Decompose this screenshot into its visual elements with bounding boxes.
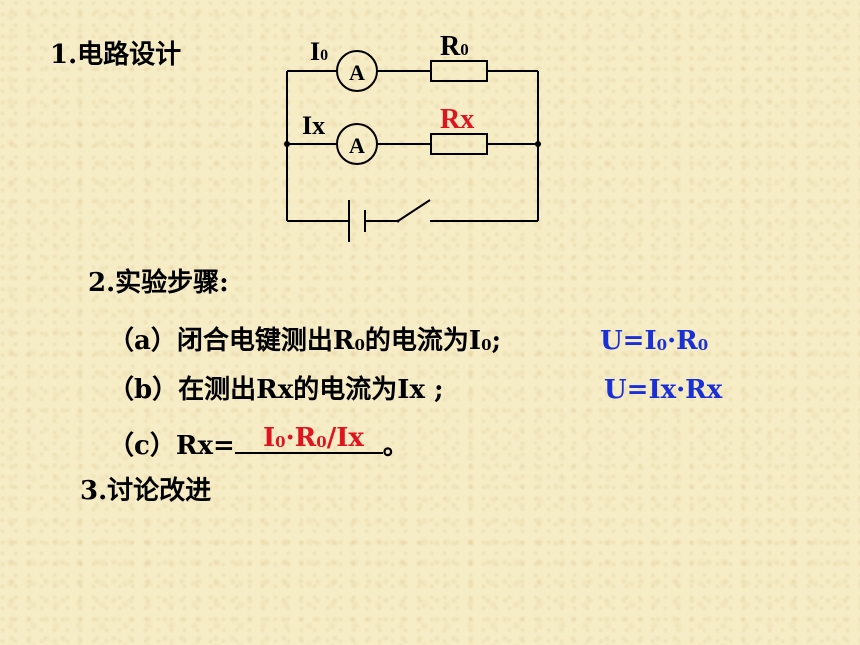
step-b: （b）在测出Rx的电流为Ix ; [108, 375, 444, 405]
section-heading-procedure: 2.实验步骤: [88, 268, 229, 298]
step-b-formula: U=Ix·Rx [604, 375, 723, 405]
ammeter-i0-symbol: A [349, 60, 365, 85]
ammeter-ix [336, 123, 378, 165]
switch-lever [397, 199, 431, 222]
resistor-rx [430, 133, 488, 155]
junction-right [535, 141, 541, 147]
section-heading-discussion: 3.讨论改进 [80, 476, 212, 506]
junction-left [284, 141, 290, 147]
ammeter-ix-symbol: A [349, 133, 365, 158]
resistor-r0 [430, 60, 488, 82]
label-i0: I0 [310, 37, 328, 66]
switch-contact [396, 219, 400, 223]
step-c: （c）Rx=。 [108, 428, 409, 459]
section-heading-circuit-design: 1.电路设计 [50, 40, 182, 70]
step-a-formula: U=I0·R0 [600, 326, 709, 356]
answer-blank [234, 428, 383, 454]
ammeter-i0 [336, 50, 378, 92]
step-a: （a）闭合电键测出R0的电流为I0; [108, 326, 502, 356]
label-r0: R0 [440, 31, 469, 62]
label-ix: Ix [302, 111, 325, 140]
label-rx: Rx [440, 104, 474, 135]
step-c-answer: I0·R0/Ix [263, 423, 364, 453]
